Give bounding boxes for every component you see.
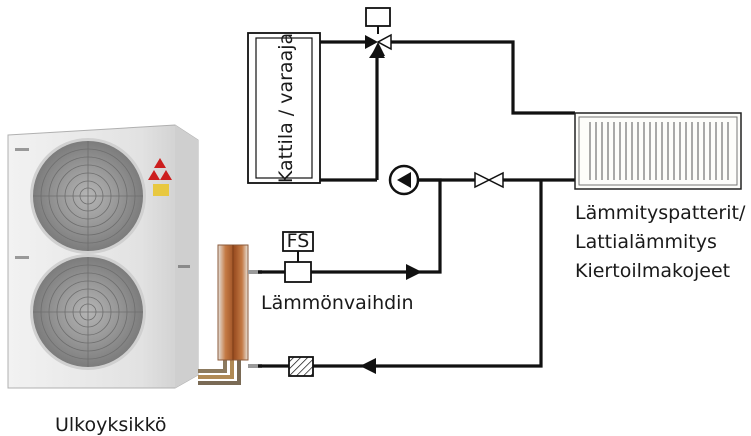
three-way-valve [365,7,392,56]
valve-actuator [365,7,391,27]
outdoor-unit [7,124,199,389]
strainer-filter [288,356,314,377]
boiler-label: Kattila / varaaja [275,33,297,183]
flow-arrows [360,46,422,374]
balancing-valve [474,171,504,189]
emitters-label-line1: Lämmityspatterit/ [575,202,746,224]
emitters-label-line3: Kiertoilmakojeet [575,260,730,282]
boiler-tank: Kattila / varaaja [247,32,321,184]
radiator [574,112,742,190]
flow-switch: FS [282,230,314,283]
flow-switch-label: FS [287,230,310,252]
outdoor-unit-label: Ulkoyksikkö [55,414,167,436]
circulation-pump [388,164,420,196]
emitters-label-line2: Lattialämmitys [575,231,717,253]
brand-logo [148,158,172,196]
heat-exchanger-label: Lämmönvaihdin [261,292,414,314]
heat-exchanger [217,244,262,368]
